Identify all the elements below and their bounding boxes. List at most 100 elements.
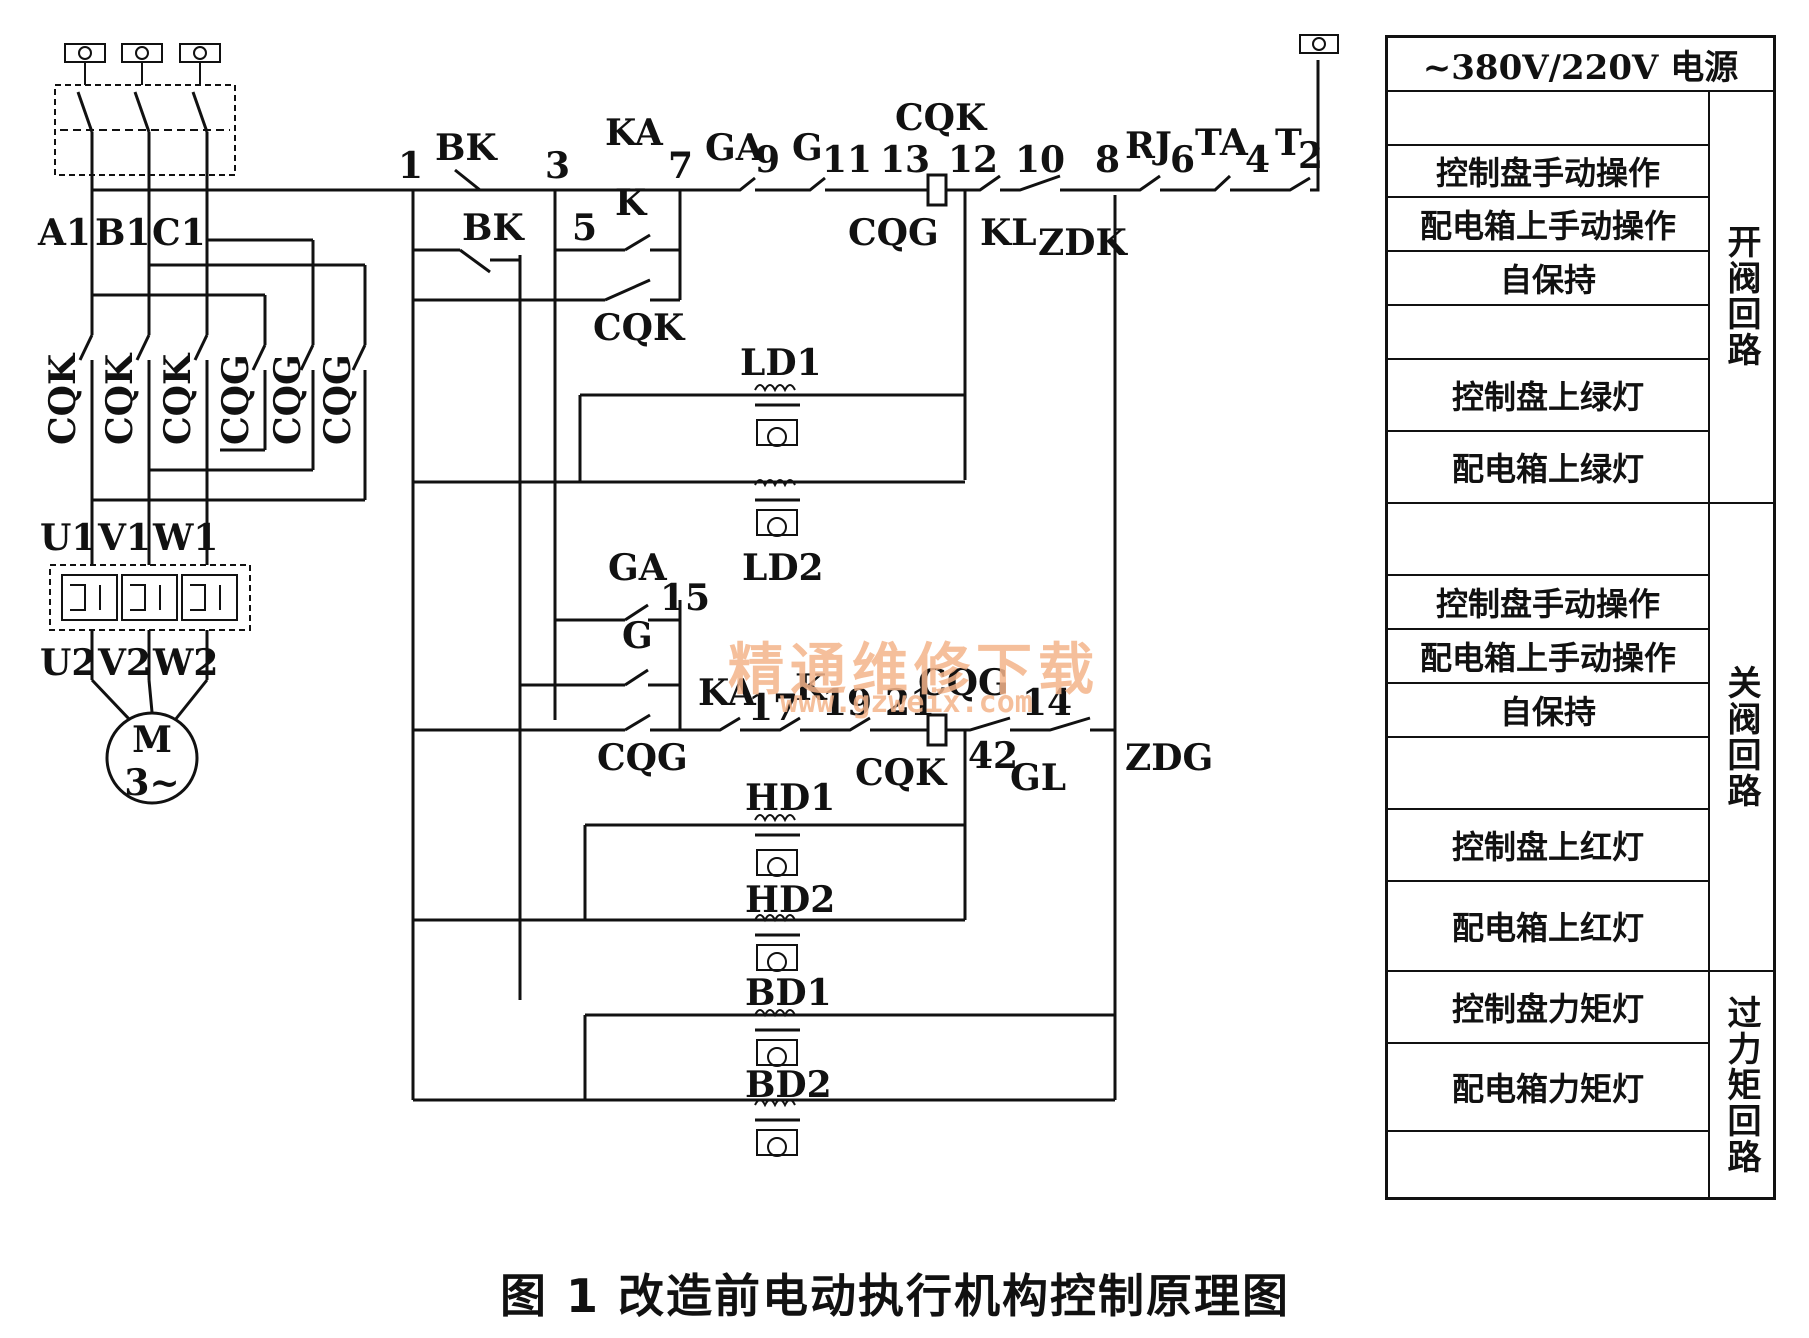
label-ta: TA [1195, 122, 1249, 164]
label-w1: W1 [152, 517, 218, 559]
thermal-relay [49, 564, 251, 631]
motor-phase: 3~ [124, 762, 179, 804]
label-v2: V2 [97, 642, 151, 684]
label-hd1: HD1 [745, 777, 835, 819]
label-ka-top: KA [605, 112, 664, 154]
label-node-5: 5 [572, 207, 597, 249]
legend-row: 配电箱上红灯 [1388, 882, 1708, 972]
legend-row [1388, 1132, 1708, 1197]
legend-row [1388, 738, 1708, 810]
label-node-2: 2 [1298, 135, 1323, 177]
label-node-4: 4 [1245, 139, 1270, 181]
label-bk-top: BK [435, 127, 498, 169]
label-v1: V1 [97, 517, 151, 559]
label-kl: KL [980, 212, 1037, 254]
label-cqk-3: CQK [157, 352, 199, 445]
label-t: T [1275, 122, 1302, 164]
label-cqg-open: CQG [848, 212, 939, 254]
label-u1: U1 [40, 517, 96, 559]
legend-row: 自保持 [1388, 252, 1708, 306]
label-ld1: LD1 [740, 342, 822, 384]
label-zdk: ZDK [1038, 222, 1128, 264]
legend-table: ~380V/220V 电源 控制盘手动操作 配电箱上手动操作 自保持 控制盘上绿… [1385, 35, 1776, 1200]
label-rj: RJ [1125, 125, 1172, 167]
legend-row: 控制盘手动操作 [1388, 576, 1708, 630]
lamp-ld2 [754, 479, 800, 537]
legend-row [1388, 90, 1708, 146]
label-node-6: 6 [1170, 139, 1195, 181]
watermark-url: www.gzweix.com [780, 685, 1033, 720]
label-gl: GL [1010, 757, 1066, 799]
label-node-21: 21 [885, 682, 935, 724]
lamp-bd1 [754, 1009, 800, 1067]
label-u2: U2 [40, 642, 96, 684]
lamp-hd2 [754, 914, 800, 972]
label-cqk-coil: CQK [895, 97, 988, 139]
legend-group: 过力矩回路 [1708, 972, 1773, 1197]
label-bd1: BD1 [745, 972, 832, 1014]
label-node-7: 7 [668, 145, 693, 187]
label-node-10: 10 [1015, 139, 1065, 181]
label-ka-mid: KA [698, 672, 757, 714]
lamp-bd2 [754, 1099, 800, 1157]
label-node-42: 42 [968, 735, 1018, 777]
label-node-15: 15 [660, 577, 710, 619]
label-zdg: ZDG [1125, 737, 1213, 779]
legend-row: 配电箱上绿灯 [1388, 432, 1708, 504]
legend-row [1388, 504, 1708, 576]
legend-row: 控制盘力矩灯 [1388, 972, 1708, 1044]
contactor-contacts [78, 334, 367, 371]
label-g-mid: G [622, 615, 653, 657]
label-hd2: HD2 [745, 879, 835, 921]
legend-row: 控制盘上绿灯 [1388, 360, 1708, 432]
label-cqg-coil: CQG [918, 662, 1009, 704]
label-node-13: 13 [880, 139, 930, 181]
legend-header: ~380V/220V 电源 [1388, 38, 1773, 92]
legend-row: 配电箱力矩灯 [1388, 1044, 1708, 1132]
label-node-17: 17 [748, 687, 798, 729]
labels: A1 B1 C1 CQK CQK CQK CQG CQG CQG U1 V1 W… [37, 97, 1323, 1106]
label-cqg-3: CQG [317, 354, 359, 445]
legend-row: 自保持 [1388, 684, 1708, 738]
label-g-top: G [792, 127, 823, 169]
label-cqg-1: CQG [215, 354, 257, 445]
power-terminals [64, 43, 221, 85]
motor: M 3~ [90, 678, 209, 805]
main-breaker [54, 84, 236, 335]
legend-group: 开阀回路 [1708, 90, 1773, 504]
legend-row: 控制盘手动操作 [1388, 146, 1708, 198]
label-node-12: 12 [948, 139, 998, 181]
label-ld2: LD2 [742, 547, 824, 589]
label-cqk-close: CQK [855, 752, 948, 794]
label-k-top: K [615, 182, 648, 224]
figure-caption: 图 1 改造前电动执行机构控制原理图 [500, 1269, 1291, 1323]
legend-group: 关阀回路 [1708, 504, 1773, 972]
label-node-11: 11 [822, 139, 872, 181]
label-cqk-selfhold: CQK [593, 307, 686, 349]
lamp-hd1 [754, 814, 800, 877]
label-cqg-selfhold: CQG [597, 737, 688, 779]
label-node-8: 8 [1095, 139, 1120, 181]
label-node-19: 19 [822, 682, 872, 724]
legend-row: 配电箱上手动操作 [1388, 630, 1708, 684]
label-a1: A1 [37, 212, 91, 254]
watermark: 精通维修下载 [728, 638, 1100, 703]
label-node-3: 3 [545, 145, 570, 187]
label-bd2: BD2 [745, 1064, 832, 1106]
label-cqk-1: CQK [42, 352, 84, 445]
legend-row [1388, 306, 1708, 360]
label-k-mid: K [795, 667, 828, 709]
motor-symbol: M [132, 719, 172, 761]
label-node-1: 1 [398, 145, 423, 187]
label-node-14: 14 [1022, 682, 1072, 724]
label-bk-bottom: BK [462, 207, 525, 249]
label-cqk-2: CQK [99, 352, 141, 445]
label-w2: W2 [152, 642, 218, 684]
label-b1: B1 [95, 212, 150, 254]
label-ga-top: GA [705, 127, 765, 169]
label-ga-mid: GA [608, 547, 668, 589]
legend-row: 控制盘上红灯 [1388, 810, 1708, 882]
label-c1: C1 [152, 212, 206, 254]
legend-row: 配电箱上手动操作 [1388, 198, 1708, 252]
